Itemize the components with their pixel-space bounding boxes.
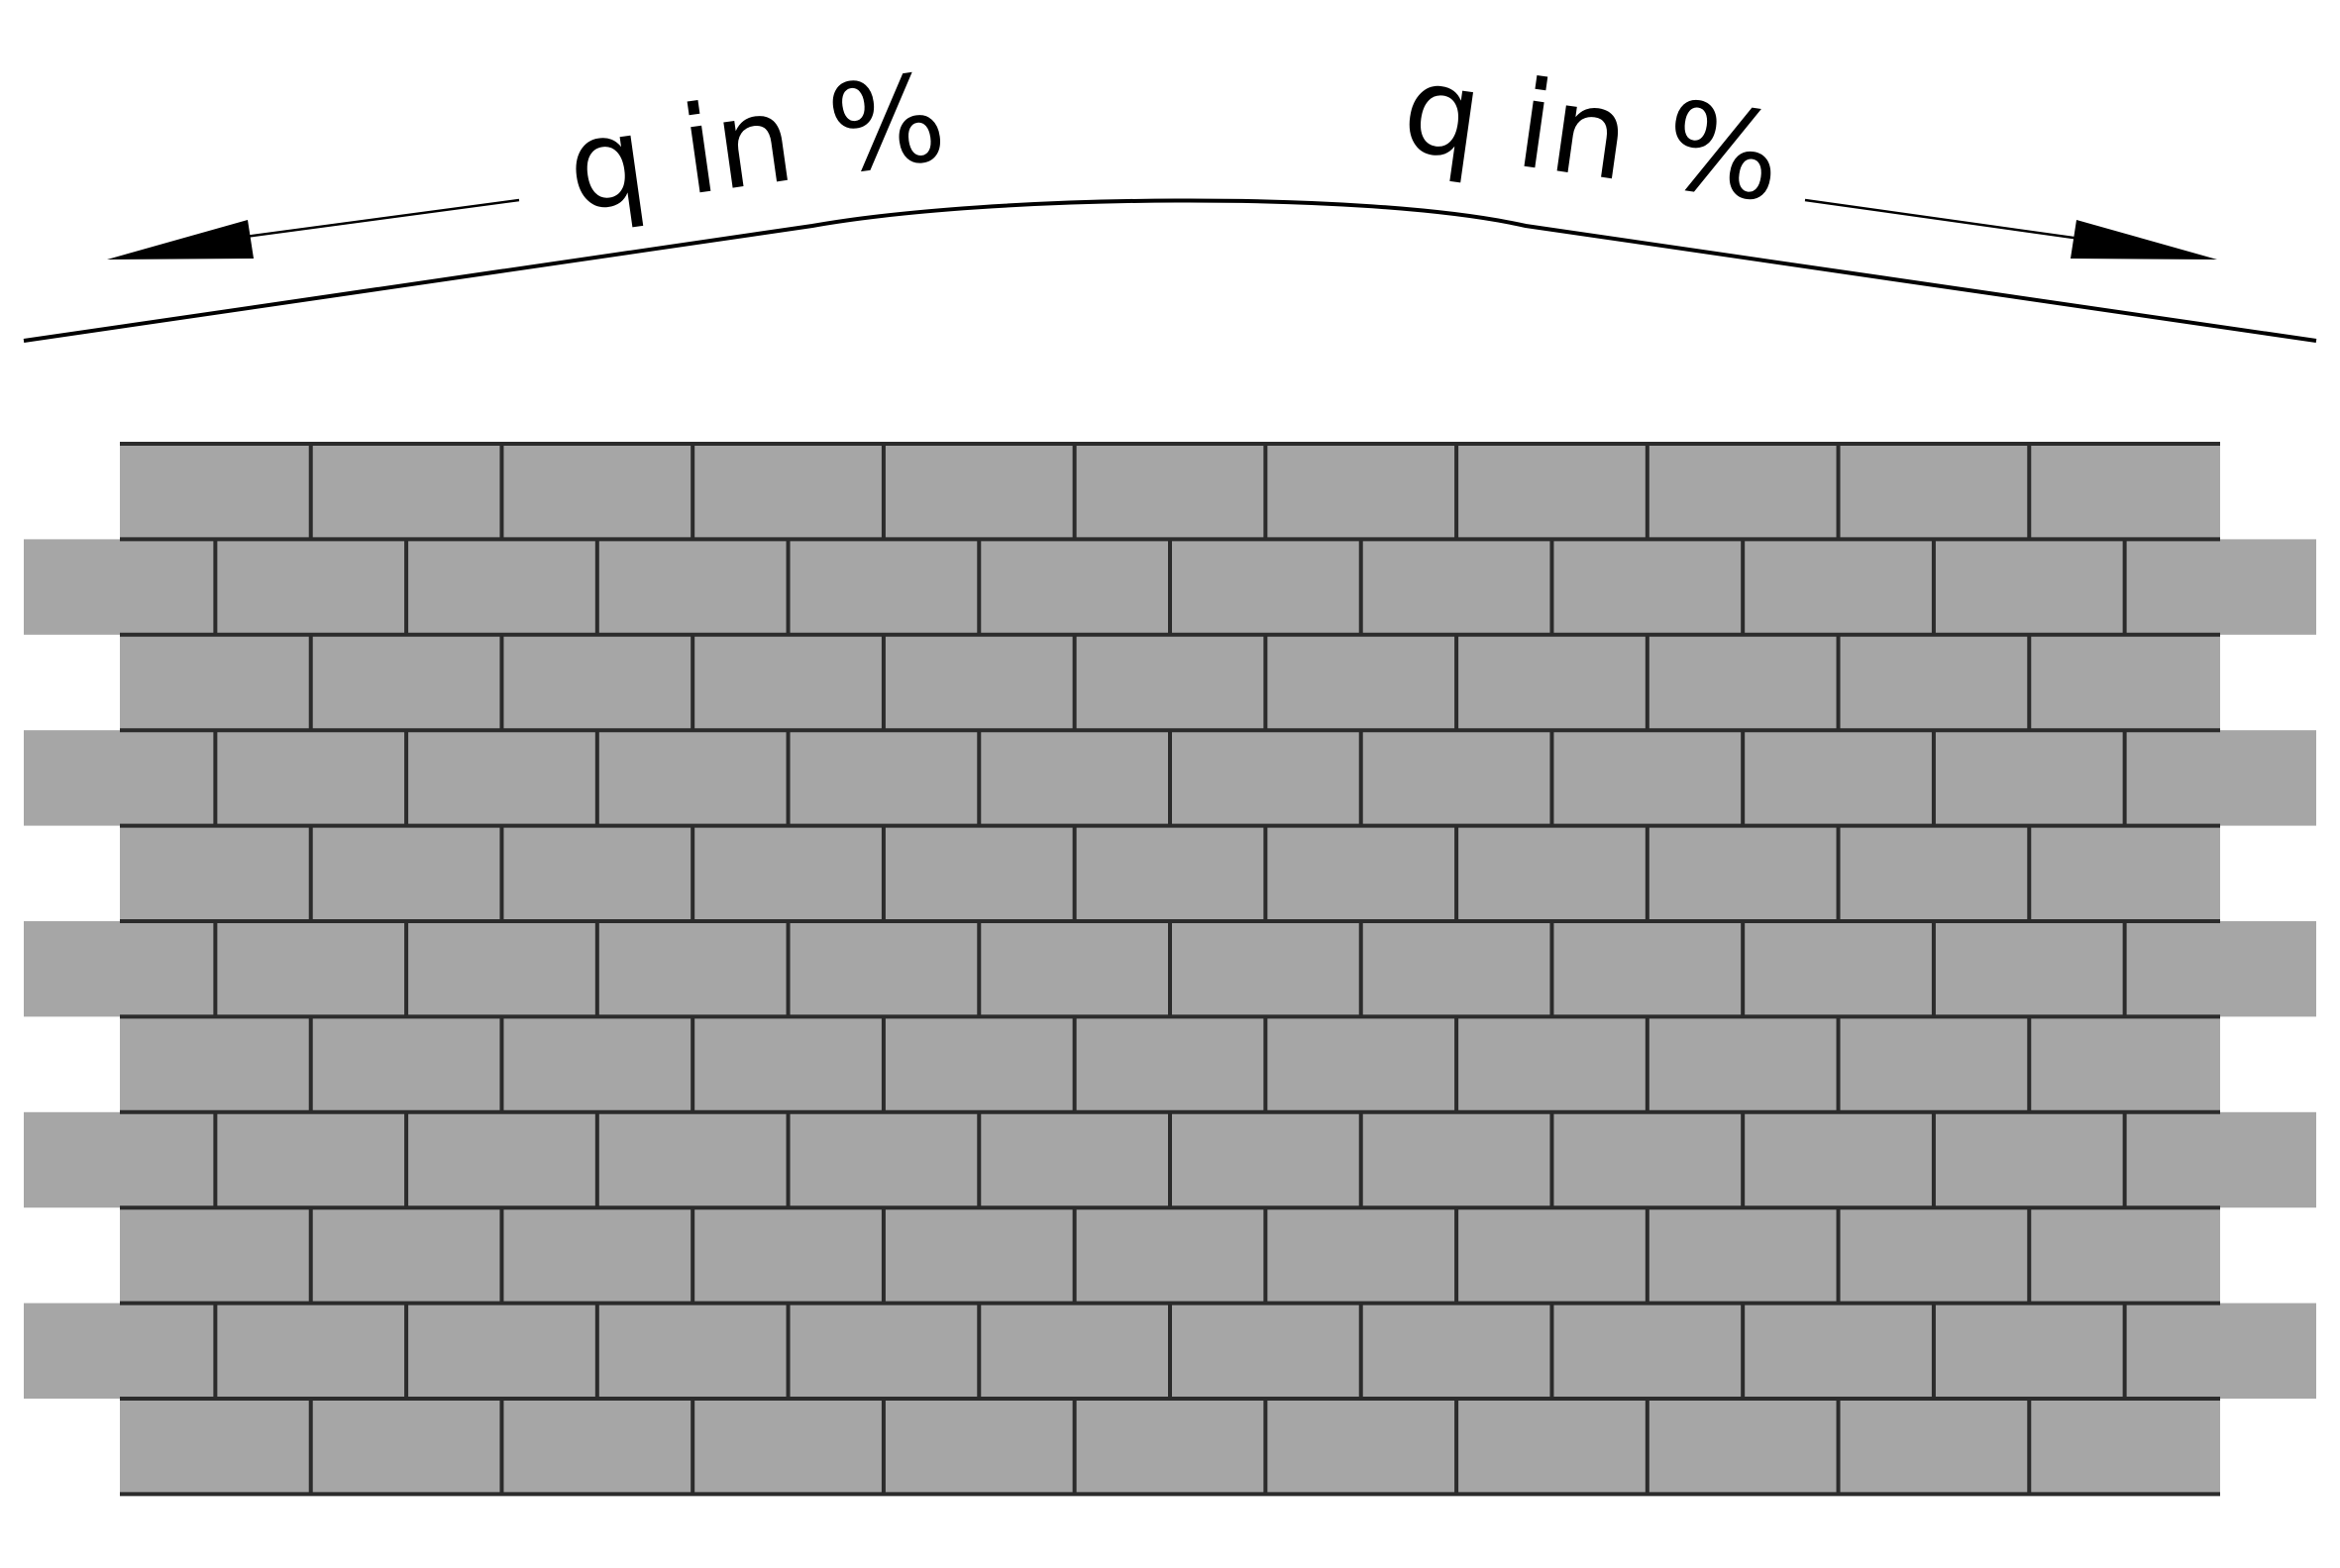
right-slope-arrow [1804,198,2217,260]
right-arrowhead-icon [2071,220,2217,260]
brick-course [120,444,2220,540]
crown-profile-line [23,198,2317,343]
brick-course [120,1399,2220,1495]
brick-course [120,825,2220,921]
brick-course [120,1207,2220,1304]
brick-course [120,634,2220,731]
left-slope-label: q in % [559,47,953,239]
brick-course [120,1016,2220,1112]
left-slope-arrow [107,198,520,260]
left-arrowhead-icon [107,220,254,260]
right-slope-label: q in % [1395,38,1789,230]
brick-wall [24,442,2316,1497]
